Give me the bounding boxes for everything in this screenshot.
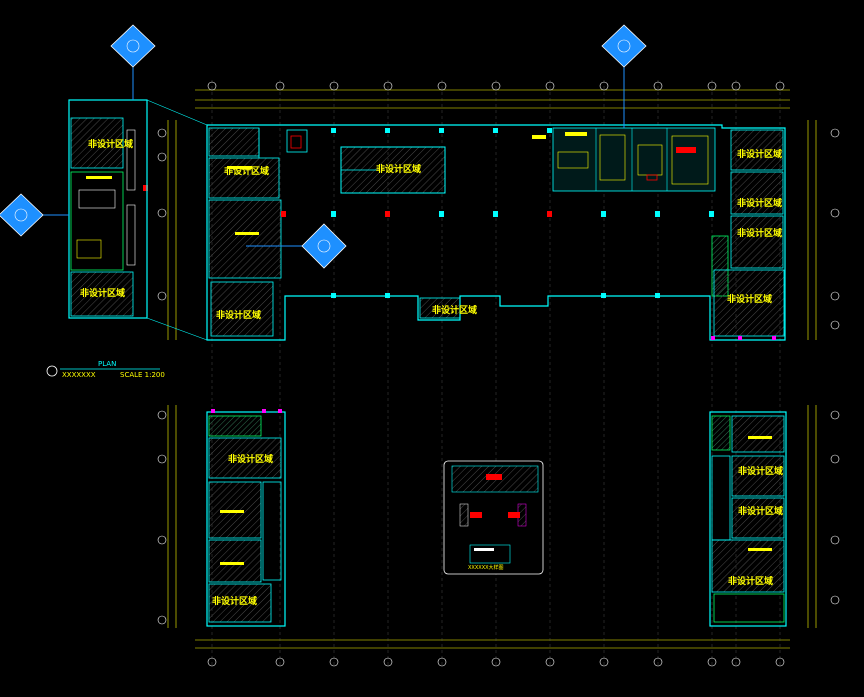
top-building: 非设计区域 非设计区域 非设计区域 非设计区域 非设计区域 非设计区域 非设计区… (143, 124, 786, 341)
red-columns (143, 185, 552, 217)
inset-caption: XXXXXX大样图 (468, 564, 504, 571)
plan-label: PLAN (98, 360, 116, 368)
zone-label-bottom-left-1: 非设计区域 (228, 453, 273, 465)
columns-row-1 (331, 128, 714, 298)
zone-label-top-center: 非设计区域 (376, 163, 421, 175)
section-marker-top-right (601, 24, 647, 128)
zone-label-bottom-right-2: 非设计区域 (738, 505, 783, 517)
zone-label-bottom-right-3: 非设计区域 (728, 575, 773, 587)
zone-label-detail-bottom: 非设计区域 (80, 287, 125, 299)
scale-text: SCALE 1:200 (120, 371, 165, 379)
bottom-dimension-lines (195, 639, 790, 649)
zone-label-top-right-2: 非设计区域 (737, 197, 782, 209)
left-detail-plan: 非设计区域 非设计区域 PLAN XXXXXXX SCALE 1:200 (46, 99, 208, 379)
grid-bubbles-top (207, 81, 785, 91)
top-dimension-lines (195, 89, 790, 109)
zone-label-bottom-left-2: 非设计区域 (212, 595, 257, 607)
bottom-right-building: 非设计区域 非设计区域 非设计区域 (709, 411, 787, 627)
zone-label-top-right-4: 非设计区域 (727, 293, 772, 305)
zone-label-bottom-right-1: 非设计区域 (738, 465, 783, 477)
section-marker-center (246, 223, 347, 269)
zone-label-detail-top: 非设计区域 (88, 138, 133, 150)
zone-label-top-left-bottom: 非设计区域 (216, 309, 261, 321)
legend-text: XXXXXXX (62, 371, 96, 379)
inset-detail: XXXXXX大样图 (443, 460, 544, 575)
grid-bubbles-bottom (207, 657, 785, 667)
bottom-left-building: 非设计区域 非设计区域 (206, 409, 286, 627)
zone-label-top-right-1: 非设计区域 (737, 148, 782, 160)
left-dimension-lines (167, 120, 177, 628)
section-marker-top-left (110, 24, 156, 100)
section-marker-left (0, 193, 69, 237)
zone-label-corridor: 非设计区域 (432, 304, 477, 316)
right-dimension-lines (807, 120, 817, 628)
zone-label-top-right-3: 非设计区域 (737, 227, 782, 239)
grid-bubbles-side (157, 128, 840, 625)
zone-label-top-left: 非设计区域 (224, 165, 269, 177)
